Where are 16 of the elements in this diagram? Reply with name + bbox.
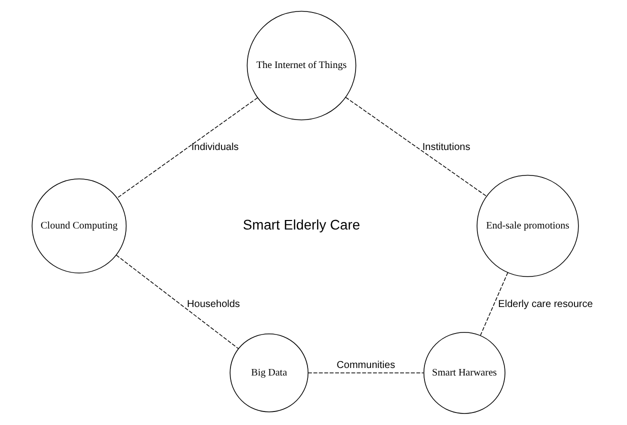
connector (116, 254, 239, 349)
edge-label: Elderly care resource (498, 299, 593, 310)
edge-label: Individuals (191, 142, 239, 154)
connector (308, 372, 424, 374)
label: Smart Elderly Care (242, 216, 360, 232)
node-circle: Smart Harwares (423, 332, 506, 414)
edge-label: Households (187, 299, 240, 310)
connector (345, 96, 487, 196)
node-circle: Clound Computing (32, 178, 127, 274)
connector (480, 272, 508, 336)
node-circle: The Internet of Things (246, 10, 356, 120)
node-circle: End-sale promotions (476, 174, 579, 278)
edge-label: Communities (336, 360, 396, 371)
edge-label: Institutions (422, 142, 470, 154)
connector (117, 97, 258, 198)
node-circle: Big Data (230, 334, 308, 412)
